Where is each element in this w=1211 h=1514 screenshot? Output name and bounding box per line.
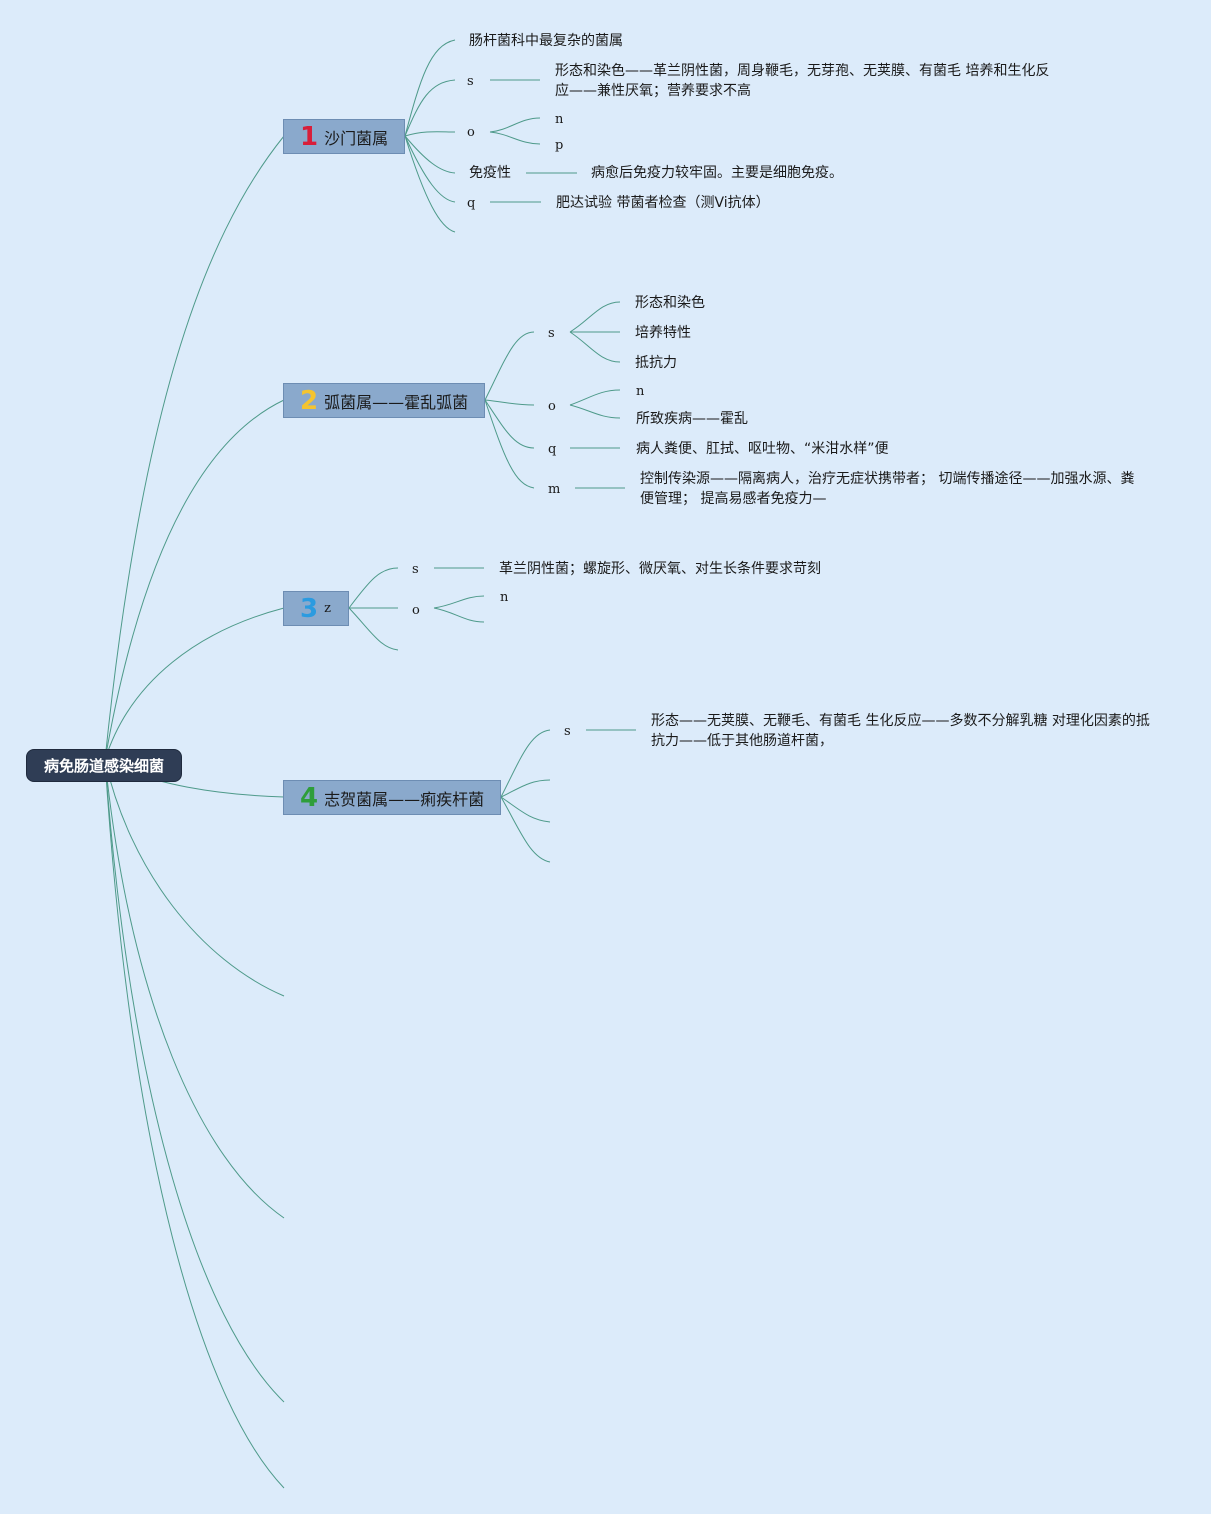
edge-root-b2 <box>104 399 285 761</box>
b1-q[interactable]: q <box>467 196 476 211</box>
edge-root-empty-3 <box>104 759 285 1403</box>
branch-label: 沙门菌属 <box>324 128 389 148</box>
b1-s-text[interactable]: 形态和染色——革兰阴性菌，周身鞭毛，无芽孢、无荚膜、有菌毛 培养和生化反应——兼… <box>555 63 1050 99</box>
b3-o-n[interactable]: n <box>500 590 509 605</box>
b1-immunity-text[interactable]: 病愈后免疫力较牢固。主要是细胞免疫。 <box>591 165 843 181</box>
b2-o[interactable]: o <box>548 399 556 414</box>
branch-label: 弧菌属——霍乱弧菌 <box>324 392 469 412</box>
b1-q-text[interactable]: 肥达试验 带菌者检查（测Vi抗体） <box>556 195 770 211</box>
b2-q-text[interactable]: 病人粪便、肛拭、呕吐物、“米泔水样”便 <box>636 441 889 457</box>
edge-root-empty-1 <box>104 759 285 997</box>
edge-root-b1 <box>104 135 285 761</box>
b2-m-text[interactable]: 控制传染源——隔离病人，治疗无症状携带者； 切端传播途径——加强水源、粪便管理；… <box>640 471 1135 507</box>
b1-o[interactable]: o <box>467 125 475 140</box>
b3-s-text[interactable]: 革兰阴性菌；螺旋形、微厌氧、对生长条件要求苛刻 <box>499 561 821 577</box>
b3-o[interactable]: o <box>412 603 420 618</box>
b1-o-p[interactable]: p <box>555 138 564 153</box>
branch-vibrio[interactable]: 2 弧菌属——霍乱弧菌 <box>283 383 485 418</box>
b3-s[interactable]: s <box>412 562 419 577</box>
b2-m[interactable]: m <box>548 482 561 497</box>
b2-o-n[interactable]: n <box>636 384 645 399</box>
branch-label: 志贺菌属——痢疾杆菌 <box>324 789 485 809</box>
b2-s-item[interactable]: 抵抗力 <box>635 355 677 371</box>
b4-s-text[interactable]: 形态——无荚膜、无鞭毛、有菌毛 生化反应——多数不分解乳糖 对理化因素的抵抗力—… <box>651 713 1150 749</box>
b2-s-item[interactable]: 培养特性 <box>635 325 691 341</box>
number-2-icon: 2 <box>300 385 319 416</box>
edge-root-empty-2 <box>104 759 285 1219</box>
b2-s-item[interactable]: 形态和染色 <box>635 295 705 311</box>
edge-root-empty-4 <box>104 759 285 1489</box>
b2-s[interactable]: s <box>548 326 555 341</box>
b4-s[interactable]: s <box>564 724 571 739</box>
root-topic[interactable]: 病免肠道感染细菌 <box>26 749 182 782</box>
b1-s[interactable]: s <box>467 74 474 89</box>
b1-o-n[interactable]: n <box>555 112 564 127</box>
b1-intro[interactable]: 肠杆菌科中最复杂的菌属 <box>469 33 623 49</box>
branch-salmonella[interactable]: 1 沙门菌属 <box>283 119 405 154</box>
edge-root-b3 <box>104 607 285 761</box>
branch-label: z <box>324 600 331 616</box>
b2-o-disease[interactable]: 所致疾病——霍乱 <box>636 411 748 427</box>
number-4-icon: 4 <box>300 782 319 813</box>
b1-immunity[interactable]: 免疫性 <box>469 165 511 181</box>
b2-q[interactable]: q <box>548 442 557 457</box>
branch-z[interactable]: 3 z <box>283 591 349 626</box>
number-1-icon: 1 <box>300 121 319 152</box>
branch-shigella[interactable]: 4 志贺菌属——痢疾杆菌 <box>283 780 501 815</box>
number-3-icon: 3 <box>300 593 319 624</box>
